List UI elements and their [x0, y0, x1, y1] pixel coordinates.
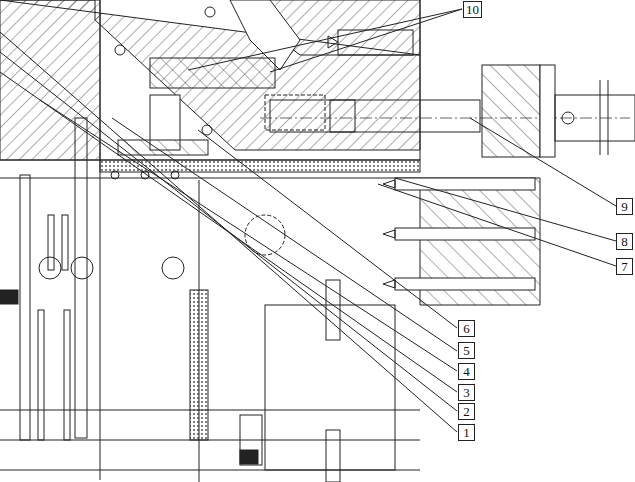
callout-number: 6: [458, 320, 475, 337]
callout-number: 8: [616, 233, 633, 250]
callout-number: 2: [458, 403, 475, 420]
callout-number: 1: [458, 424, 475, 441]
callout-number: 5: [458, 342, 475, 359]
callout-number: 7: [616, 258, 633, 275]
callout-number: 9: [616, 198, 633, 215]
callout-number: 3: [458, 384, 475, 401]
callout-number: 10: [463, 1, 482, 18]
callout-number: 4: [458, 363, 475, 380]
